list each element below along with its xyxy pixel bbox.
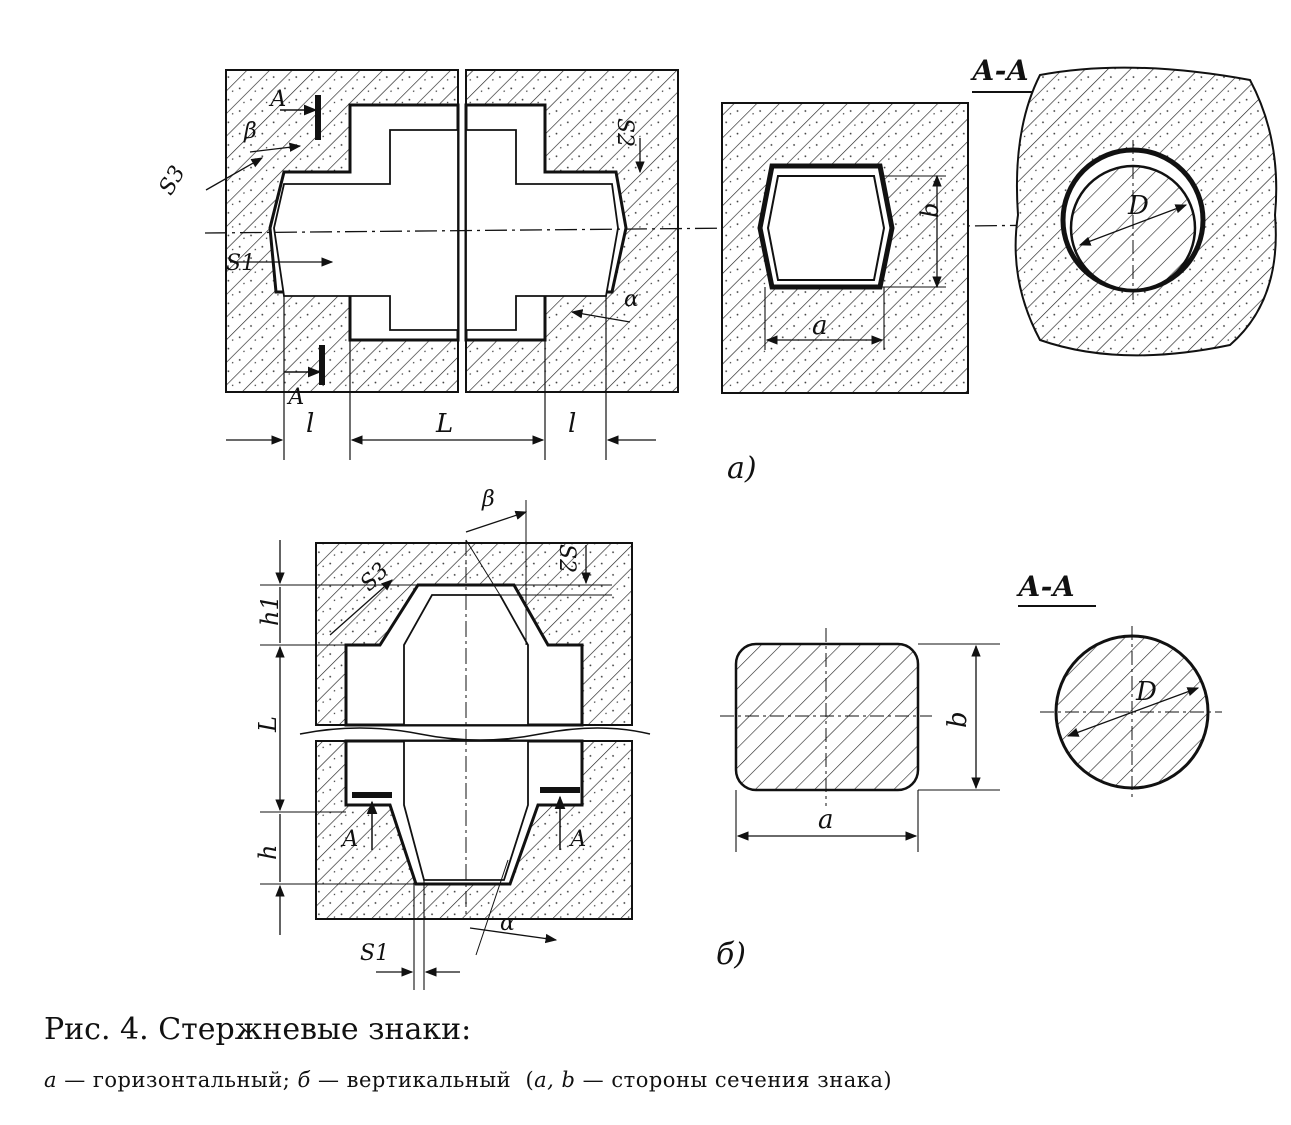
s2-label-b: S2: [554, 544, 579, 573]
alpha-label-a: α: [624, 287, 639, 312]
legend-text-b: — вертикальный: [317, 1068, 512, 1092]
h1-dim: h1: [256, 595, 284, 626]
square-section-b: b a: [720, 628, 1000, 852]
legend-note-b: b: [561, 1068, 576, 1092]
D-dim-b: D: [1135, 677, 1157, 707]
b-dim-a: b: [916, 203, 944, 218]
subfigure-label-a: а): [727, 451, 757, 486]
D-dim-a: D: [1127, 191, 1149, 221]
round-section-b: А-А D: [1016, 570, 1222, 800]
legend-note-a: а,: [534, 1068, 555, 1092]
cut-mark-label-right: А: [568, 827, 587, 852]
core-prints-drawing: А А β S3 S1 S2 α l L l b a: [154, 54, 1281, 990]
l-dim-right: l: [568, 409, 576, 439]
b-dim-b: b: [943, 711, 973, 728]
L-dim-b: L: [254, 716, 282, 733]
vertical-core-print-view: А А h1 L h β S3 S2 S1 α: [254, 487, 651, 990]
section-title-a: А-А: [970, 54, 1029, 87]
l-dim-left: l: [306, 409, 314, 439]
cut-mark-label-left: А: [340, 827, 359, 852]
cut-mark-label-bottom: А: [286, 385, 305, 410]
figure-caption-title: Рис. 4. Стержневые знаки:: [44, 1012, 472, 1047]
legend-note-open: (: [525, 1068, 535, 1092]
figure-caption-legend: а — горизонтальный; б — вертикальный (а,…: [44, 1068, 892, 1092]
legend-letter-a: а: [44, 1068, 58, 1092]
L-dim-a: L: [435, 409, 453, 439]
round-section-a: А-А D: [970, 54, 1278, 357]
a-dim-b: a: [818, 805, 834, 835]
s2-label-a: S2: [612, 118, 637, 147]
a-dim-a: a: [812, 311, 828, 341]
section-title-b: А-А: [1016, 570, 1075, 603]
legend-letter-b: б: [297, 1068, 311, 1092]
s1-label-b: S1: [360, 941, 389, 966]
horizontal-print-section: b a: [721, 102, 969, 394]
s1-label-a: S1: [226, 251, 255, 276]
alpha-label-b: α: [500, 911, 515, 936]
legend-note-text: — стороны сечения знака): [582, 1068, 893, 1092]
square-core-section: [734, 642, 920, 792]
cut-mark-label-top: А: [268, 87, 287, 112]
h-dim: h: [254, 845, 282, 860]
s3-label-a: S3: [154, 162, 190, 200]
subfigure-label-b: б): [716, 937, 746, 972]
horizontal-core-print-view: А А β S3 S1 S2 α l L l: [154, 69, 1281, 460]
beta-label-b: β: [481, 487, 495, 512]
core-body-right: [465, 129, 619, 331]
legend-text-a: — горизонтальный;: [64, 1068, 291, 1092]
beta-label-a: β: [243, 119, 257, 144]
